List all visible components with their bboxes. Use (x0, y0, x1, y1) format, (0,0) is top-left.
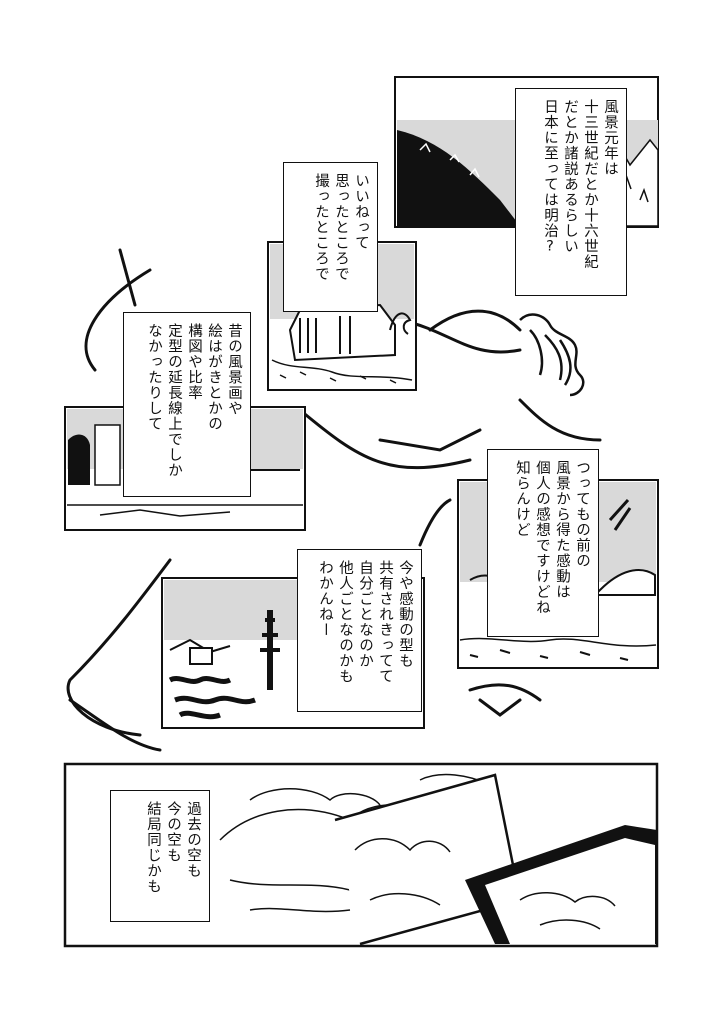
caption-1-line-1: 風景元年は (602, 99, 618, 177)
caption-5-line-3: 自分ごとなのか (357, 560, 373, 669)
caption-3-line-2: 絵はがきとかの (206, 323, 222, 432)
caption-4-line-2: 風景から得た感動は (554, 460, 570, 600)
caption-6-line-3: 結局同じかも (145, 801, 161, 894)
caption-2-line-1: いいねって (353, 173, 369, 251)
caption-4-line-1: つってもの前の (574, 460, 590, 569)
caption-1-line-3: だとか諸説あるらしい (562, 99, 578, 254)
caption-3-line-3: 構図や比率 (186, 323, 202, 401)
caption-box-4: つってもの前の 風景から得た感動は 個人の感想ですけどね 知らんけど (487, 449, 599, 637)
caption-box-3: 昔の風景画や 絵はがきとかの 構図や比率 定型の延長線上でしか なかったりして (123, 312, 251, 497)
caption-1-line-2: 十三世紀だとか十六世紀 (582, 99, 598, 270)
caption-2-line-2: 思ったところで (333, 173, 349, 282)
caption-3-line-4: 定型の延長線上でしか (166, 323, 182, 478)
caption-2-line-3: 撮ったところで (313, 173, 329, 282)
caption-1-line-4: 日本に至っては明治? (542, 99, 558, 256)
caption-5-line-2: 共有されきってて (377, 560, 393, 684)
caption-5-line-5: わかんねー (317, 560, 333, 638)
caption-box-6: 過去の空も 今の空も 結局同じかも (110, 790, 210, 922)
caption-6-line-2: 今の空も (165, 801, 181, 863)
caption-3-line-1: 昔の風景画や (226, 323, 242, 416)
caption-box-2: いいねって 思ったところで 撮ったところで (283, 162, 378, 312)
character-hair (519, 313, 585, 397)
caption-4-line-3: 個人の感想ですけどね (534, 460, 550, 615)
caption-6-line-1: 過去の空も (185, 801, 201, 879)
caption-5-line-1: 今や感動の型も (397, 560, 413, 669)
caption-box-1: 風景元年は 十三世紀だとか十六世紀 だとか諸説あるらしい 日本に至っては明治? (515, 88, 627, 296)
caption-3-line-5: なかったりして (146, 323, 162, 432)
caption-4-line-4: 知らんけど (514, 460, 530, 538)
caption-5-line-4: 他人ごとなのかも (337, 560, 353, 684)
background-figure (66, 248, 602, 752)
caption-box-5: 今や感動の型も 共有されきってて 自分ごとなのか 他人ごとなのかも わかんねー (297, 549, 422, 712)
